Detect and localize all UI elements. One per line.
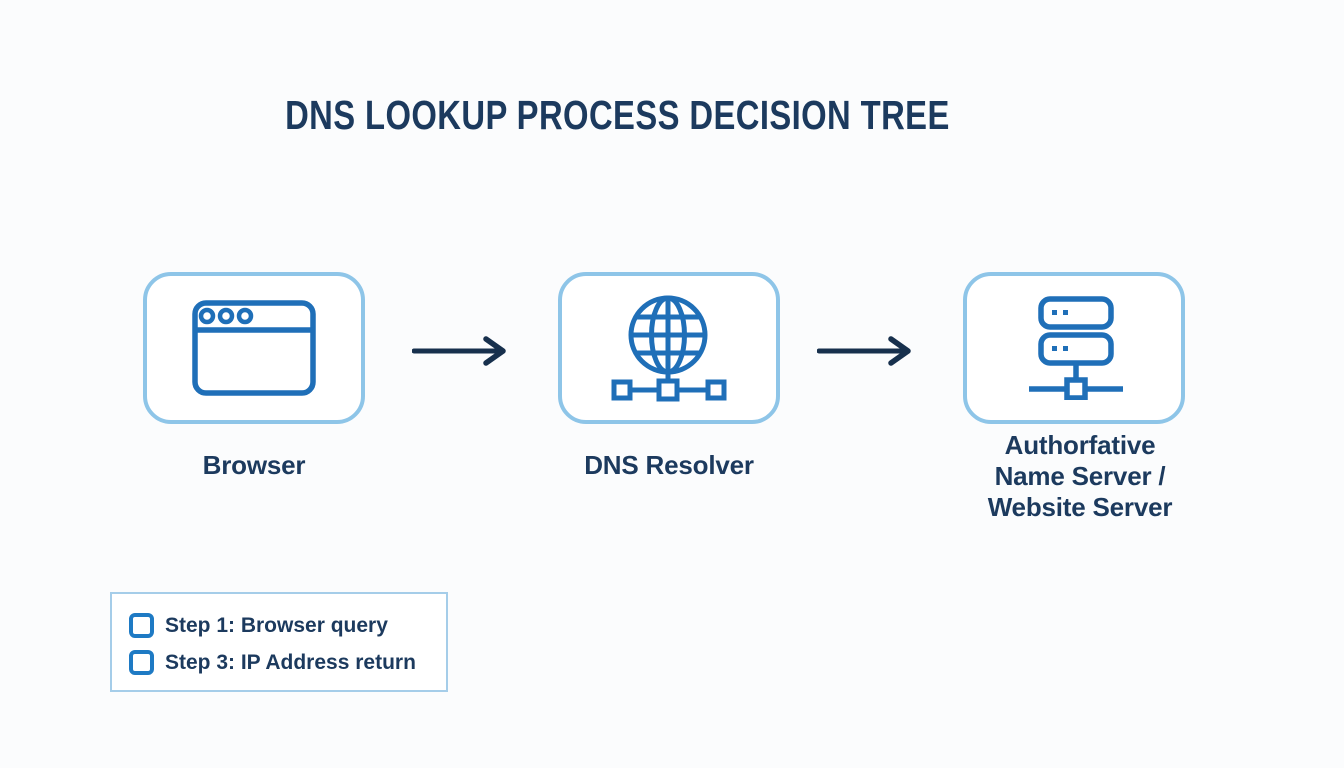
checkbox-icon xyxy=(129,650,154,675)
legend: Step 1: Browser query Step 3: IP Address… xyxy=(110,592,448,692)
legend-item-label: Step 1: Browser query xyxy=(165,613,388,637)
legend-item-label: Step 3: IP Address return xyxy=(165,650,416,674)
browser-window-icon xyxy=(192,300,316,396)
node-card-authoritative-server xyxy=(963,272,1185,424)
checkbox-icon xyxy=(129,613,154,638)
globe-network-icon xyxy=(611,295,727,402)
node-label-dns-resolver: DNS Resolver xyxy=(584,450,754,480)
page-title-text: DNS LOOKUP PROCESS DECISION TREE xyxy=(284,92,950,138)
node-label-authoritative-server: Authorfative Name Server / Website Serve… xyxy=(987,430,1173,522)
legend-item-step1: Step 1: Browser query xyxy=(129,613,446,638)
page-title: DNS LOOKUP PROCESS DECISION TREE xyxy=(0,92,1234,139)
node-label-browser: Browser xyxy=(202,450,306,480)
node-card-dns-resolver xyxy=(558,272,780,424)
legend-item-step3: Step 3: IP Address return xyxy=(129,650,446,675)
flow-arrow-browser-to-resolver xyxy=(412,336,506,366)
flow-arrow-resolver-to-server xyxy=(817,336,911,366)
server-stack-icon xyxy=(1029,296,1123,400)
node-card-browser xyxy=(143,272,365,424)
